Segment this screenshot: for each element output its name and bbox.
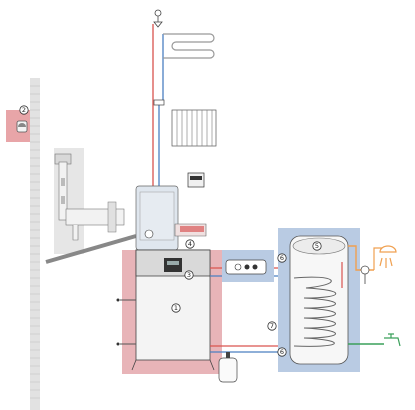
tap-icon bbox=[384, 333, 401, 347]
outside-wall bbox=[30, 78, 40, 410]
svg-text:6: 6 bbox=[280, 348, 284, 356]
expansion-vessel-icon bbox=[218, 352, 238, 383]
radiator-icon bbox=[153, 99, 217, 147]
shower-icon bbox=[373, 245, 397, 270]
callout-5: 5 bbox=[312, 241, 322, 251]
callout-6-return: 6 bbox=[277, 347, 287, 357]
thermostat-icon bbox=[153, 9, 163, 28]
control-module bbox=[135, 185, 207, 251]
svg-text:1: 1 bbox=[174, 304, 178, 312]
svg-text:7: 7 bbox=[270, 322, 274, 330]
svg-text:6: 6 bbox=[280, 254, 284, 262]
pump-group bbox=[222, 250, 274, 282]
callout-6-flow: 6 bbox=[277, 253, 287, 263]
outdoor-sensor bbox=[6, 110, 30, 142]
heating-flow-pipe bbox=[152, 24, 164, 186]
svg-text:4: 4 bbox=[188, 240, 192, 248]
hot-water-cylinder bbox=[289, 235, 349, 365]
underfloor-heating-icon bbox=[163, 33, 215, 59]
callout-2: 2 bbox=[19, 105, 29, 115]
room-controller bbox=[187, 172, 205, 188]
callout-4: 4 bbox=[185, 239, 195, 249]
hot-water-outlet bbox=[348, 245, 374, 284]
callout-3: 3 bbox=[184, 270, 194, 280]
svg-text:3: 3 bbox=[187, 271, 191, 279]
chimney-icon bbox=[45, 148, 137, 264]
callout-1: 1 bbox=[171, 303, 181, 313]
callout-7: 7 bbox=[267, 321, 277, 331]
svg-text:5: 5 bbox=[315, 242, 319, 250]
svg-text:2: 2 bbox=[22, 106, 26, 114]
